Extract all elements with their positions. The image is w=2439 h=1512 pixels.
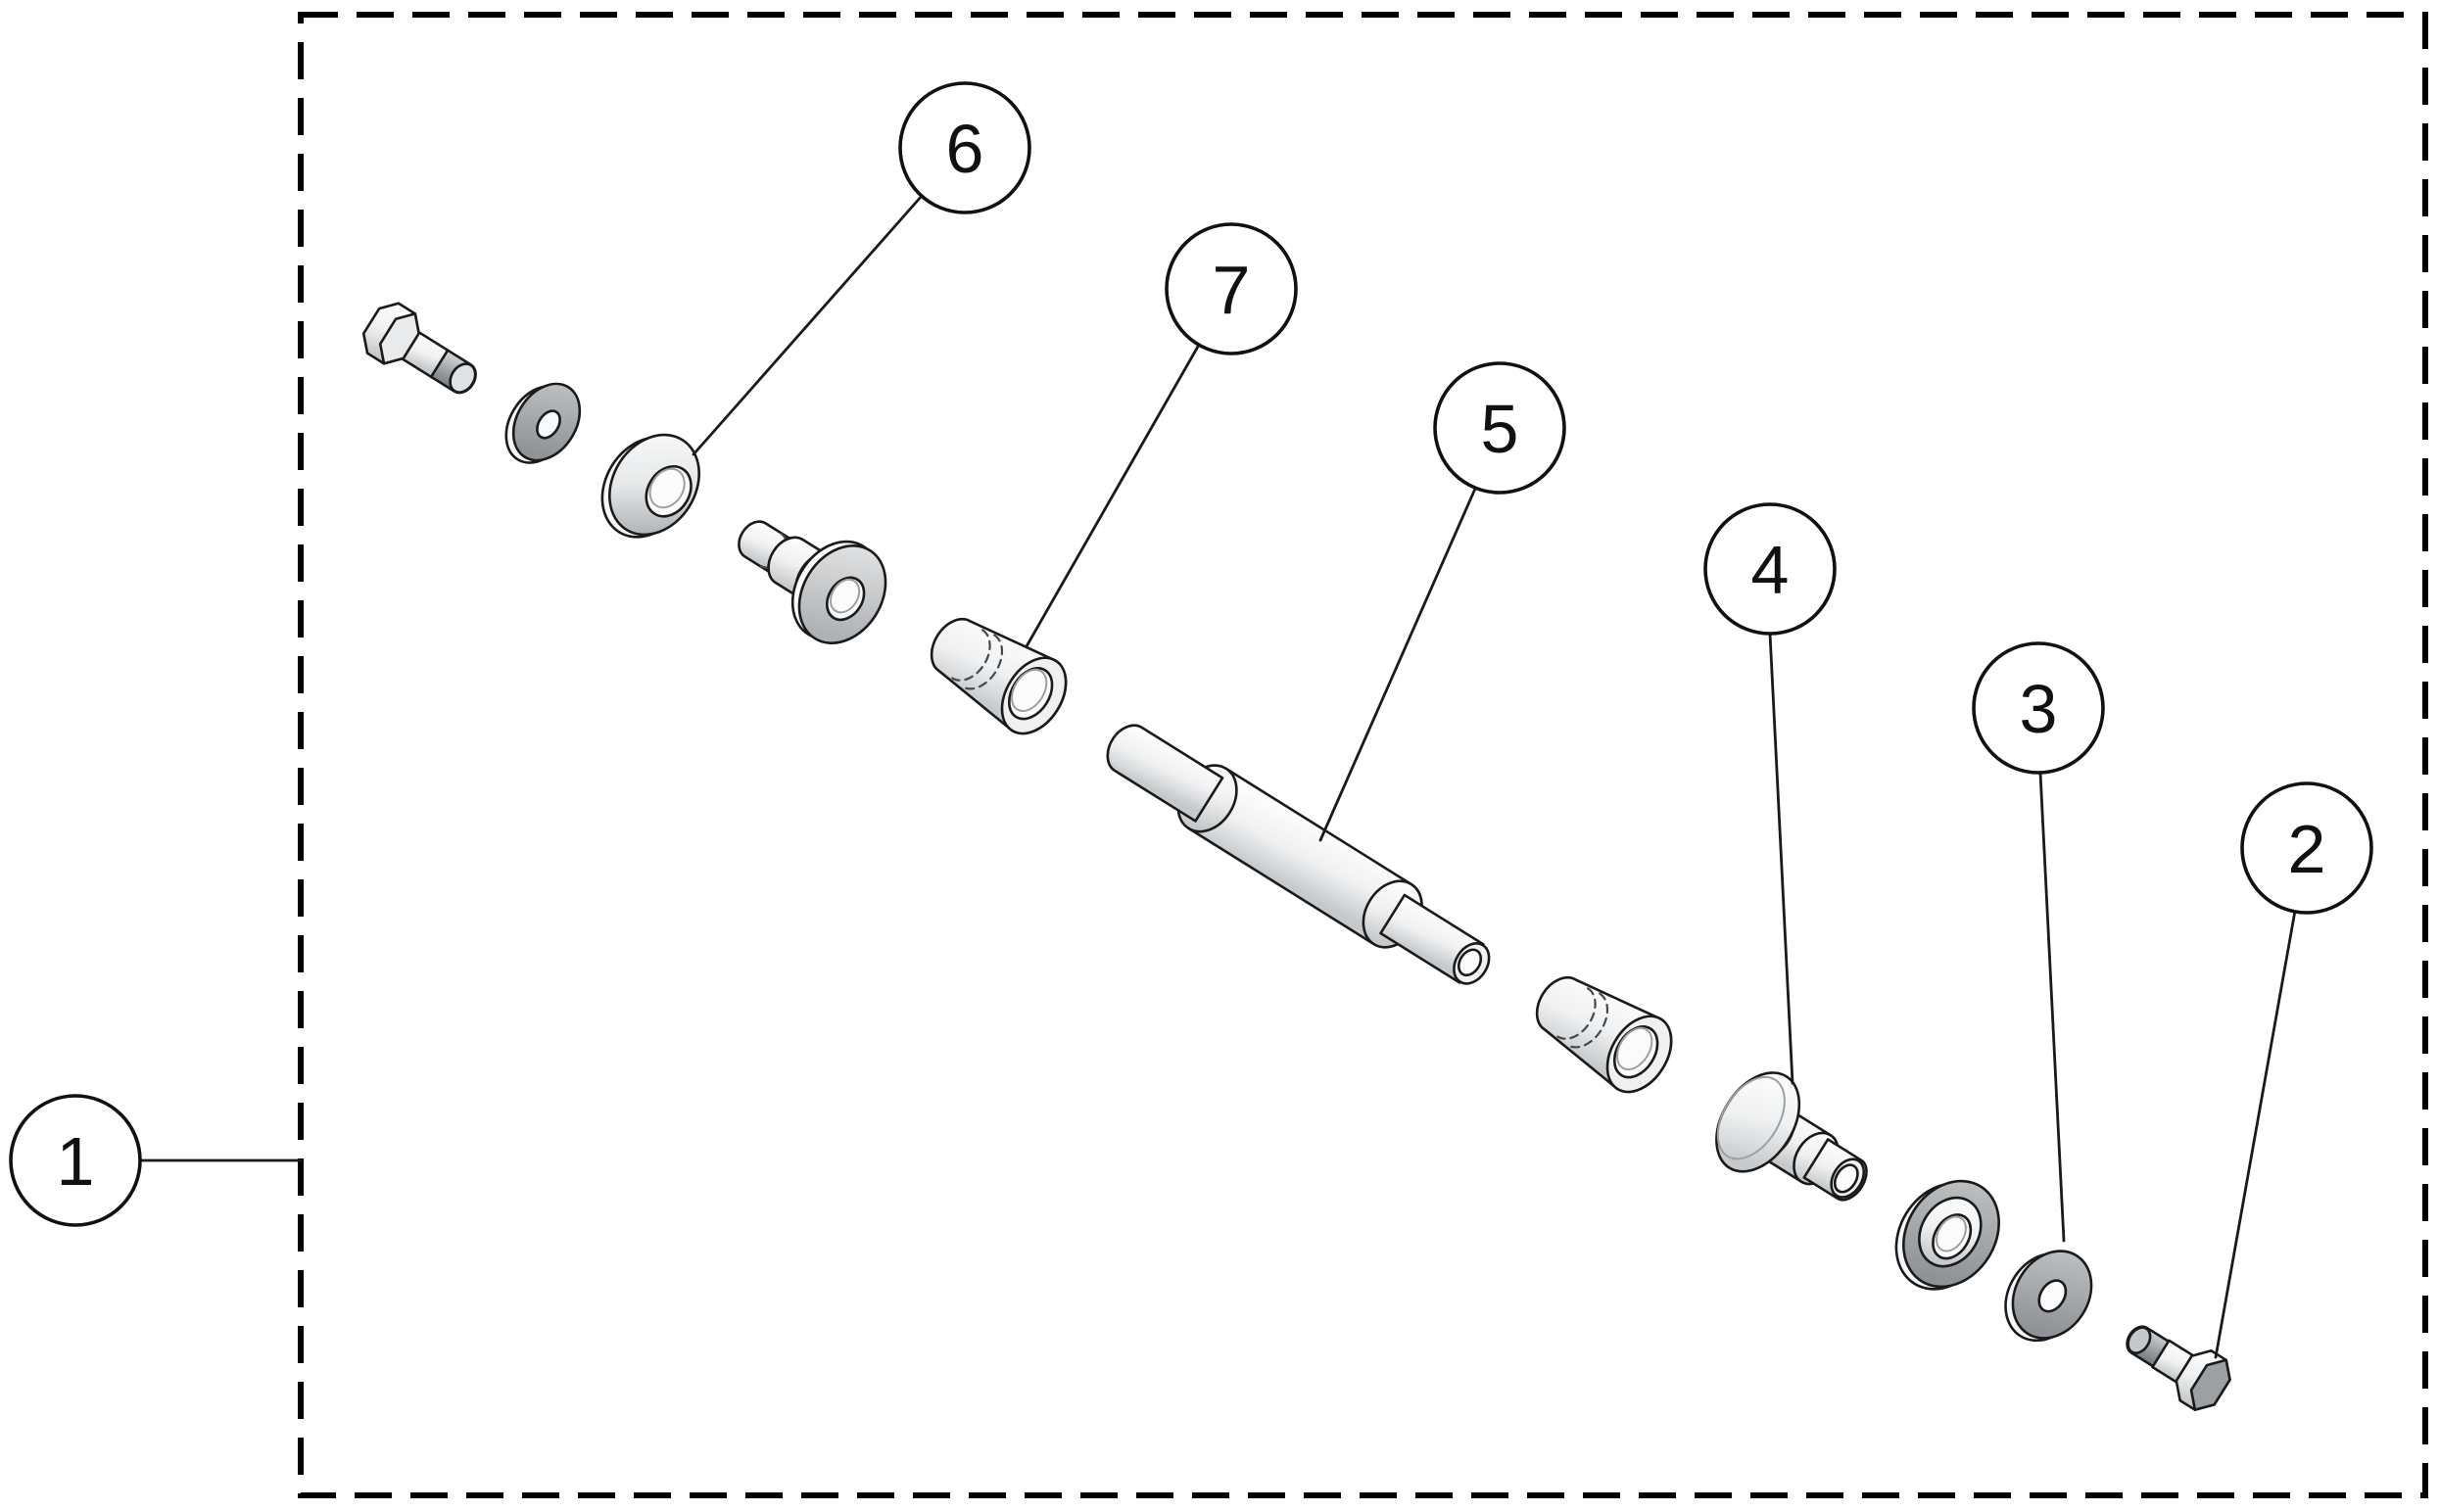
part-flanged-spacer-4 (1715, 1071, 1868, 1202)
cone-band-2 (961, 634, 1004, 690)
callout-1-label: 1 (57, 1123, 95, 1200)
cone-band-1 (1556, 987, 1597, 1040)
callout-4-label: 4 (1751, 532, 1790, 608)
cone-band-2 (1566, 992, 1609, 1049)
callout-1[interactable]: 1 (9, 1094, 142, 1227)
part-hex-bolt-left (361, 302, 477, 395)
part-axle-shaft-5 (1106, 724, 1491, 985)
callout-6-label: 6 (946, 111, 984, 187)
spacer-hole (1833, 1163, 1859, 1194)
cup-washer-hole-shade (648, 467, 686, 509)
bolt-head-face (378, 312, 420, 365)
shaft-rear-journal (1106, 724, 1224, 823)
callout-1-circle (9, 1094, 142, 1227)
leader-line-2 (2214, 909, 2297, 1359)
part-cone-bushing-7 (930, 617, 1068, 735)
spacer-hole-shade (829, 578, 861, 614)
bolt-tip-face (449, 362, 477, 394)
leader-lines (138, 194, 2297, 1359)
callout-2[interactable]: 2 (2240, 781, 2373, 915)
callout-7-circle (1165, 222, 1298, 355)
part-cup-washer-6 (600, 433, 700, 539)
shaft-tube-bore (1457, 948, 1483, 977)
leader-line-6 (692, 194, 924, 456)
callout-4-circle (1703, 502, 1837, 636)
callout-6-circle (898, 81, 1031, 214)
part-cone-bushing-right (1535, 975, 1673, 1094)
callout-6[interactable]: 6 (898, 81, 1031, 214)
callout-2-circle (2240, 781, 2373, 915)
cone-hole (1007, 667, 1054, 721)
callout-4[interactable]: 4 (1703, 502, 1837, 636)
leader-line-3 (2038, 771, 2066, 1243)
callout-5[interactable]: 5 (1433, 361, 1566, 495)
leader-line-4 (1768, 632, 1794, 1085)
bolt-tip-cap (2127, 1326, 2152, 1354)
cone-hole-shade (1011, 668, 1048, 712)
part-cup-washer-right (1894, 1179, 2000, 1291)
cup-washer-hole (645, 465, 693, 518)
part-flat-washer-3 (2004, 1250, 2093, 1343)
cone-hole (1612, 1025, 1659, 1079)
callout-7[interactable]: 7 (1165, 222, 1298, 355)
cup-washer-hole-shade (1936, 1215, 1967, 1252)
leader-line-5 (1318, 487, 1477, 842)
callout-5-circle (1433, 361, 1566, 495)
callout-3-label: 3 (2020, 671, 2058, 747)
callout-7-label: 7 (1213, 252, 1251, 328)
callout-5-label: 5 (1481, 391, 1519, 467)
bolt-head-face (2189, 1358, 2231, 1411)
assembly-boundary-box (298, 12, 2428, 1498)
washer-hole (2037, 1279, 2068, 1313)
cone-band-1 (951, 629, 991, 682)
part-flanged-spacer-left (738, 520, 887, 644)
spacer-flange-contour (1716, 1075, 1786, 1160)
callout-3[interactable]: 3 (1972, 641, 2105, 775)
washer-hole (536, 409, 561, 440)
part-flat-washer-left (504, 382, 582, 464)
leader-line-7 (1025, 343, 1201, 648)
part-hex-bolt-2 (2126, 1325, 2231, 1411)
cone-hole-shade (1616, 1026, 1653, 1070)
callout-2-label: 2 (2288, 811, 2326, 887)
spacer-hole (826, 576, 866, 622)
callout-3-circle (1972, 641, 2105, 775)
